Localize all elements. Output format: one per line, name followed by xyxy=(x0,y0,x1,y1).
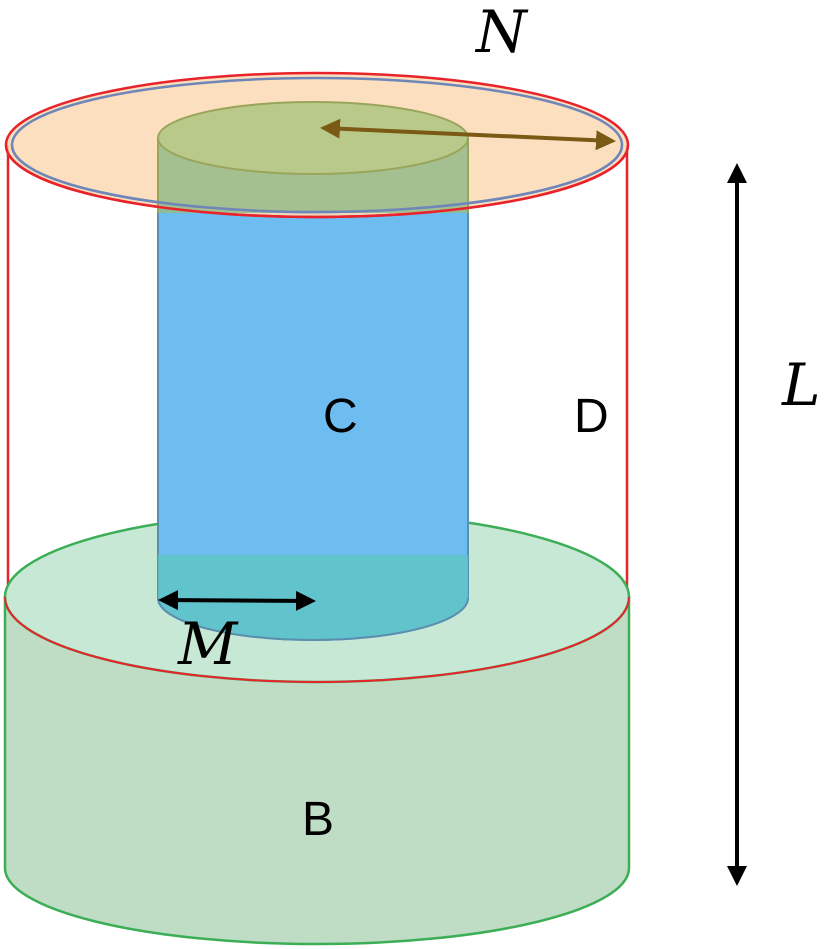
inner-cylinder-top xyxy=(157,101,469,213)
label-N: N xyxy=(474,0,529,66)
label-D: D xyxy=(574,390,609,443)
inner-cylinder-C xyxy=(157,137,469,641)
label-C: C xyxy=(323,390,358,443)
radius-arrow-N xyxy=(320,118,616,151)
label-B: B xyxy=(302,793,334,846)
label-M: M xyxy=(177,610,239,678)
label-L: L xyxy=(781,351,821,419)
outer-cylinder-D xyxy=(6,145,629,595)
radius-arrow-M xyxy=(158,590,316,611)
